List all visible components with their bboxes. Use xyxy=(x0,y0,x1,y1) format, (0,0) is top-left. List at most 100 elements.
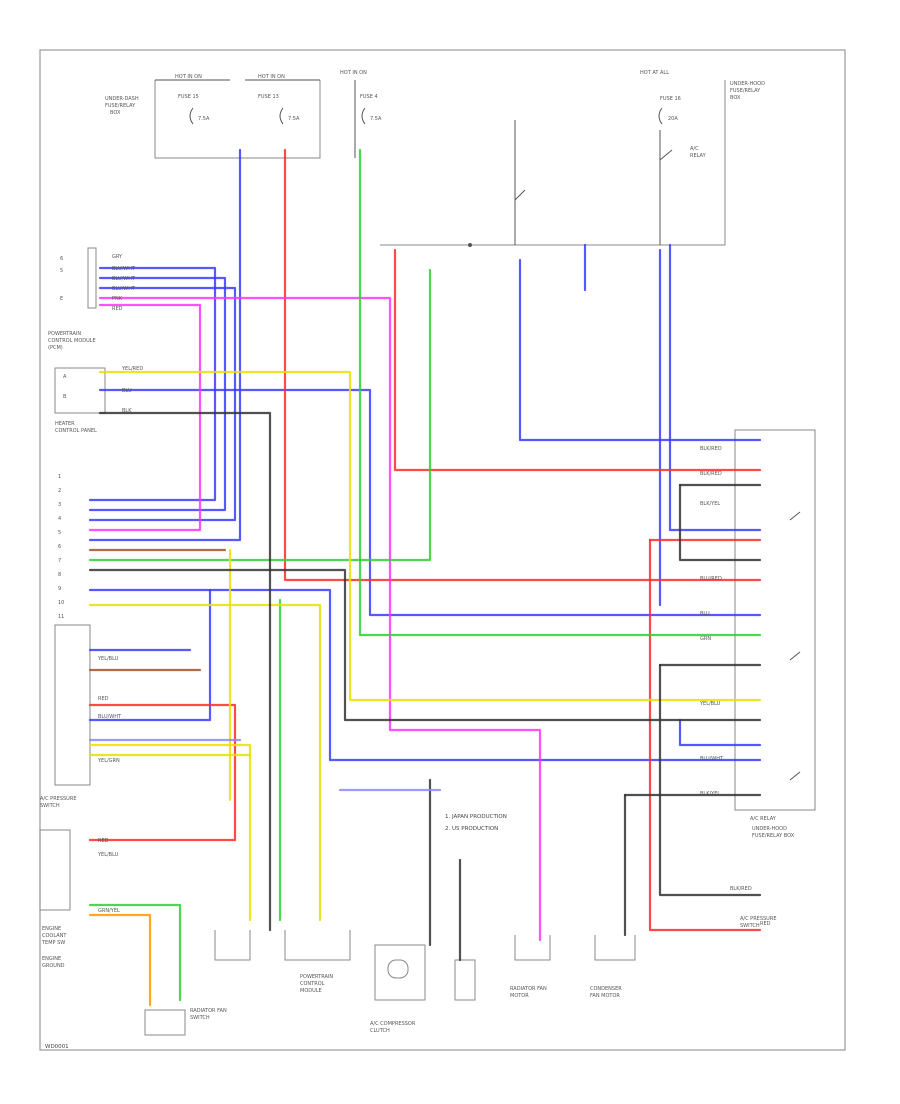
wires-orange xyxy=(88,913,152,1007)
svg-text:MODULE: MODULE xyxy=(300,988,322,994)
svg-text:YEL/BLU: YEL/BLU xyxy=(97,852,119,858)
svg-text:A/C PRESSURE: A/C PRESSURE xyxy=(740,916,776,922)
svg-text:B: B xyxy=(63,394,67,400)
svg-text:CONTROL PANEL: CONTROL PANEL xyxy=(55,428,97,434)
svg-text:8: 8 xyxy=(58,572,61,578)
svg-text:COOLANT: COOLANT xyxy=(42,933,67,939)
svg-text:RED: RED xyxy=(98,696,109,702)
svg-text:UNDER-DASH: UNDER-DASH xyxy=(105,96,139,102)
svg-text:ENGINE: ENGINE xyxy=(42,956,61,962)
svg-text:HOT IN ON: HOT IN ON xyxy=(175,74,202,80)
relay-box-top-right: HOT AT ALL FUSE 16 20A A/C RELAY UNDER-H… xyxy=(380,70,765,247)
svg-text:POWERTRAIN: POWERTRAIN xyxy=(300,974,333,980)
svg-text:UNDER-HOOD: UNDER-HOOD xyxy=(752,826,787,832)
bottom-left-module: ENGINE COOLANT TEMP SW ENGINE GROUND RAD… xyxy=(39,829,227,1036)
svg-text:RED: RED xyxy=(98,838,109,844)
legend-line-2: 2. US PRODUCTION xyxy=(445,826,498,832)
svg-text:6: 6 xyxy=(58,544,61,550)
diagram-frame xyxy=(39,49,846,1051)
svg-text:GRY: GRY xyxy=(112,254,123,260)
fuse-box-top-left: HOT IN ON HOT IN ON FUSE 15 FUSE 13 7.5A… xyxy=(105,74,321,159)
svg-text:FUSE 15: FUSE 15 xyxy=(178,94,199,100)
svg-text:SWITCH: SWITCH xyxy=(40,803,60,809)
left-connector-mid: 1 2 3 4 5 6 7 8 9 10 11 xyxy=(58,474,64,620)
svg-text:PNK: PNK xyxy=(112,296,123,302)
wires-black xyxy=(88,411,762,962)
svg-text:6: 6 xyxy=(60,256,63,262)
svg-text:BLK/RED: BLK/RED xyxy=(700,471,722,477)
svg-text:RED: RED xyxy=(112,306,123,312)
svg-text:GRN: GRN xyxy=(700,636,711,642)
svg-text:BLU/RED: BLU/RED xyxy=(700,576,722,582)
wires-yellow xyxy=(88,370,762,922)
svg-text:BLK/RED: BLK/RED xyxy=(730,886,752,892)
svg-text:RADIATOR FAN: RADIATOR FAN xyxy=(510,986,547,992)
svg-text:CLUTCH: CLUTCH xyxy=(370,1028,390,1034)
svg-text:5: 5 xyxy=(60,268,63,274)
svg-text:A/C RELAY: A/C RELAY xyxy=(750,816,777,822)
svg-text:7.5A: 7.5A xyxy=(370,116,382,122)
svg-text:20A: 20A xyxy=(668,116,678,122)
wires-green xyxy=(88,148,762,1002)
left-connector-top: 6 5 E POWERTRAIN CONTROL MODULE (PCM) xyxy=(48,247,97,351)
svg-text:RELAY: RELAY xyxy=(690,153,707,159)
svg-text:GROUND: GROUND xyxy=(42,963,65,969)
left-switch-box: A B HEATER CONTROL PANEL xyxy=(54,367,106,434)
svg-text:CONTROL: CONTROL xyxy=(300,981,325,987)
svg-text:YEL/GRN: YEL/GRN xyxy=(97,758,120,764)
svg-text:GRN/YEL: GRN/YEL xyxy=(98,908,120,914)
svg-text:A: A xyxy=(63,374,67,380)
svg-text:CONDENSER: CONDENSER xyxy=(590,986,622,992)
svg-text:7: 7 xyxy=(58,558,61,564)
svg-text:FUSE 16: FUSE 16 xyxy=(660,96,681,102)
svg-text:FUSE/RELAY BOX: FUSE/RELAY BOX xyxy=(752,833,795,839)
svg-text:4: 4 xyxy=(58,516,61,522)
svg-text:HOT AT ALL: HOT AT ALL xyxy=(640,70,669,76)
svg-text:E: E xyxy=(60,296,63,302)
svg-text:ENGINE: ENGINE xyxy=(42,926,61,932)
svg-text:9: 9 xyxy=(58,586,61,592)
svg-text:CONTROL MODULE: CONTROL MODULE xyxy=(48,338,96,344)
svg-text:BLU/WHT: BLU/WHT xyxy=(98,714,122,720)
svg-text:RADIATOR FAN: RADIATOR FAN xyxy=(190,1008,227,1014)
svg-text:RED: RED xyxy=(760,921,771,927)
svg-text:FUSE/RELAY: FUSE/RELAY xyxy=(730,88,761,94)
fuse-box-top-mid: HOT IN ON FUSE 4 7.5A xyxy=(340,70,382,158)
svg-text:SWITCH: SWITCH xyxy=(740,923,760,929)
bottom-component-1 xyxy=(214,930,251,961)
svg-text:FUSE/RELAY: FUSE/RELAY xyxy=(105,103,136,109)
svg-text:FUSE 4: FUSE 4 xyxy=(360,94,378,100)
legend-line-1: 1. JAPAN PRODUCTION xyxy=(445,814,507,820)
svg-text:HEATER: HEATER xyxy=(55,421,75,427)
wire-labels: GRY BLU/WHT BLU/WHT BLU/WHT PNK RED YEL/… xyxy=(97,254,771,927)
svg-text:HOT IN ON: HOT IN ON xyxy=(258,74,285,80)
wires-magenta xyxy=(88,296,542,942)
svg-text:11: 11 xyxy=(58,614,64,620)
svg-text:BLK: BLK xyxy=(122,408,132,414)
svg-text:POWERTRAIN: POWERTRAIN xyxy=(48,331,81,337)
svg-text:2: 2 xyxy=(58,488,61,494)
bottom-component-4: RADIATOR FAN MOTOR xyxy=(510,935,551,999)
svg-text:YEL/RED: YEL/RED xyxy=(121,366,143,372)
page-code: WD0001 xyxy=(45,1044,69,1050)
wires-lightblue xyxy=(88,738,442,792)
svg-text:BLU/WHT: BLU/WHT xyxy=(112,276,136,282)
svg-text:(PCM): (PCM) xyxy=(48,345,63,351)
svg-text:7.5A: 7.5A xyxy=(198,116,210,122)
svg-text:A/C PRESSURE: A/C PRESSURE xyxy=(40,796,76,802)
svg-text:BLU/WHT: BLU/WHT xyxy=(112,286,136,292)
right-switch-stack: A/C RELAY UNDER-HOOD FUSE/RELAY BOX A/C … xyxy=(734,429,816,929)
svg-text:FUSE 13: FUSE 13 xyxy=(258,94,279,100)
wires-blue xyxy=(88,148,762,762)
svg-text:TEMP SW: TEMP SW xyxy=(41,940,65,946)
svg-text:BLU/WHT: BLU/WHT xyxy=(700,756,724,762)
svg-text:BLK/YEL: BLK/YEL xyxy=(700,501,720,507)
svg-text:FAN MOTOR: FAN MOTOR xyxy=(590,993,620,999)
svg-text:BOX: BOX xyxy=(730,95,741,101)
wires-red xyxy=(88,148,762,932)
svg-text:A/C COMPRESSOR: A/C COMPRESSOR xyxy=(370,1021,416,1027)
svg-text:BLK/YEL: BLK/YEL xyxy=(700,791,720,797)
svg-text:1: 1 xyxy=(58,474,61,480)
pcm-connector: A/C PRESSURE SWITCH xyxy=(40,624,91,809)
